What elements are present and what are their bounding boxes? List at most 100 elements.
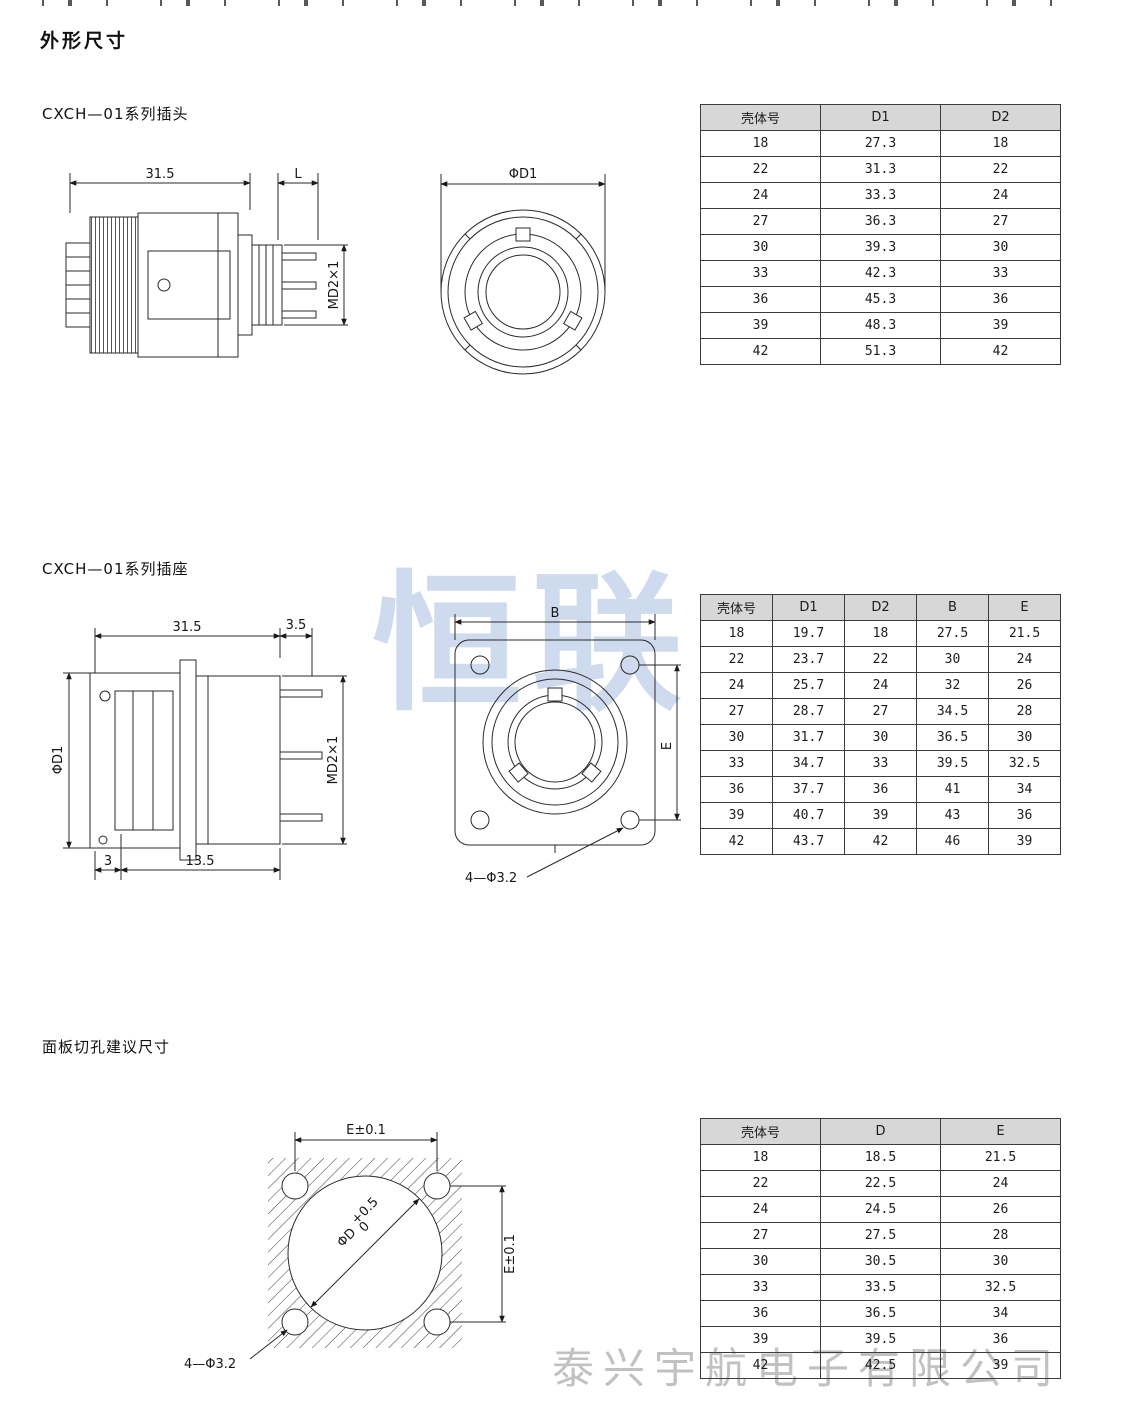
panel-cutout-drawing: E±0.1 E±0.1 ΦD +0.5 0 4—Φ3.2 bbox=[184, 1123, 518, 1372]
table-cell: 27 bbox=[700, 1222, 821, 1249]
column-header: 壳体号 bbox=[700, 594, 773, 621]
column-header: D bbox=[820, 1118, 941, 1145]
column-header: B bbox=[916, 594, 989, 621]
table-cell: 30 bbox=[700, 234, 821, 261]
table-cell: 18 bbox=[940, 130, 1061, 157]
table-cell: 34.7 bbox=[772, 750, 845, 777]
table-cell: 39.5 bbox=[916, 750, 989, 777]
cropped-text-fragment bbox=[42, 0, 1072, 6]
table-cell: 33.3 bbox=[820, 182, 941, 209]
table-cell: 18 bbox=[700, 130, 821, 157]
table-cell: 32.5 bbox=[940, 1274, 1061, 1301]
table-cell: 36 bbox=[844, 776, 917, 803]
table-cell: 24 bbox=[700, 672, 773, 699]
table-cell: 27 bbox=[940, 208, 1061, 235]
table-cell: 30.5 bbox=[820, 1248, 941, 1275]
socket-front-view-drawing: B E 4—Φ3.2 bbox=[454, 606, 681, 886]
table-cell: 26 bbox=[988, 672, 1061, 699]
table-cell: 39 bbox=[940, 312, 1061, 339]
column-header: E bbox=[940, 1118, 1061, 1145]
table-cell: 33 bbox=[700, 260, 821, 287]
column-header: D1 bbox=[820, 104, 941, 131]
table-cell: 39 bbox=[700, 802, 773, 829]
table-cell: 34 bbox=[940, 1300, 1061, 1327]
table-cell: 22 bbox=[700, 646, 773, 673]
socket-mounting-holes-label: 4—Φ3.2 bbox=[465, 871, 517, 886]
table-cell: 24.5 bbox=[820, 1196, 941, 1223]
table-cell: 22 bbox=[700, 1170, 821, 1197]
table-cell: 30 bbox=[940, 1248, 1061, 1275]
table-cell: 18 bbox=[844, 620, 917, 647]
table-cell: 24 bbox=[844, 672, 917, 699]
socket-body-outline bbox=[63, 628, 347, 880]
table-cell: 22 bbox=[844, 646, 917, 673]
plug-l-dim-label: L bbox=[294, 167, 302, 182]
table-cell: 31.3 bbox=[820, 156, 941, 183]
table-cell: 28.7 bbox=[772, 698, 845, 725]
table-cell: 48.3 bbox=[820, 312, 941, 339]
column-header: 壳体号 bbox=[700, 1118, 821, 1145]
table-cell: 36 bbox=[700, 776, 773, 803]
watermark-center: 恒联 bbox=[372, 558, 693, 732]
table-cell: 39 bbox=[700, 312, 821, 339]
table-cell: 19.7 bbox=[772, 620, 845, 647]
table-cell: 24 bbox=[940, 1170, 1061, 1197]
panel-section-heading: 面板切孔建议尺寸 bbox=[42, 1038, 171, 1056]
table-cell: 51.3 bbox=[820, 338, 941, 365]
plug-body-outline bbox=[65, 173, 348, 358]
table-cell: 33 bbox=[700, 1274, 821, 1301]
socket-length-dim-label: 31.5 bbox=[173, 620, 202, 635]
table-cell: 24 bbox=[700, 1196, 821, 1223]
table-cell: 42.3 bbox=[820, 260, 941, 287]
table-cell: 24 bbox=[940, 182, 1061, 209]
table-cell: 34.5 bbox=[916, 698, 989, 725]
table-cell: 24 bbox=[988, 646, 1061, 673]
table-cell: 25.7 bbox=[772, 672, 845, 699]
table-cell: 30 bbox=[700, 724, 773, 751]
table-cell: 42 bbox=[844, 828, 917, 855]
table-cell: 27 bbox=[700, 208, 821, 235]
table-cell: 40.7 bbox=[772, 802, 845, 829]
table-cell: 39 bbox=[988, 828, 1061, 855]
plug-thread-dim-label: MD2×1 bbox=[327, 261, 342, 310]
table-cell: 42 bbox=[700, 828, 773, 855]
table-cell: 42 bbox=[700, 338, 821, 365]
socket-3-dim-label: 3 bbox=[104, 854, 112, 869]
table-cell: 43 bbox=[916, 802, 989, 829]
column-header: E bbox=[988, 594, 1061, 621]
socket-flange-outline bbox=[454, 614, 681, 878]
table-cell: 37.7 bbox=[772, 776, 845, 803]
socket-thread-dim-label: MD2×1 bbox=[326, 736, 341, 785]
table-cell: 45.3 bbox=[820, 286, 941, 313]
table-cell: 41 bbox=[916, 776, 989, 803]
table-cell: 33.5 bbox=[820, 1274, 941, 1301]
socket-side-view-drawing: 31.5 3.5 ΦD1 MD2×1 3 13.5 bbox=[51, 618, 347, 880]
table-cell: 24 bbox=[700, 182, 821, 209]
table-cell: 43.7 bbox=[772, 828, 845, 855]
table-cell: 30 bbox=[700, 1248, 821, 1275]
table-cell: 22 bbox=[700, 156, 821, 183]
plug-side-view-drawing: 31.5 L MD2×1 bbox=[65, 167, 348, 358]
table-cell: 21.5 bbox=[940, 1144, 1061, 1171]
socket-d1-dim-label: ΦD1 bbox=[51, 746, 66, 775]
table-cell: 42.5 bbox=[820, 1352, 941, 1379]
table-cell: 46 bbox=[916, 828, 989, 855]
plug-section-heading: CXCH—01系列插头 bbox=[42, 105, 189, 123]
